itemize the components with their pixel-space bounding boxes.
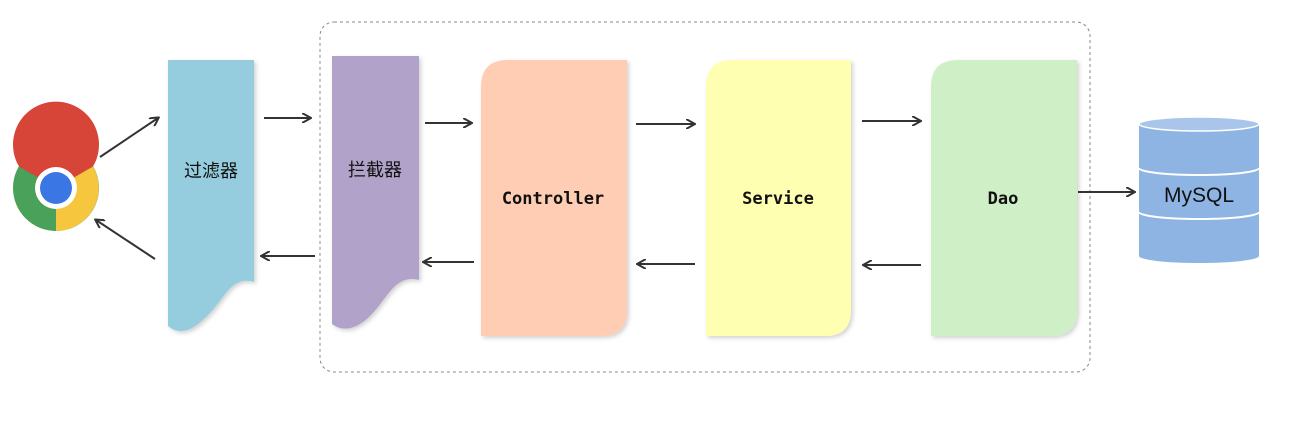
database-label: MySQL: [1164, 184, 1234, 207]
controller-shape: [481, 60, 627, 336]
mysql-database-icon: [1138, 116, 1260, 263]
database-body: [1139, 124, 1259, 263]
spring-mvc-container: [319, 21, 1091, 373]
filter-label: 过滤器: [184, 161, 238, 182]
dao-node: [931, 60, 1077, 336]
database-band-2: [1138, 211, 1260, 220]
interceptor-label: 拦截器: [348, 160, 402, 181]
dao-label: Dao: [988, 189, 1019, 209]
database-band-1: [1138, 167, 1260, 176]
service-node: [706, 60, 851, 336]
controller-label: Controller: [502, 189, 604, 209]
filter-shape: [168, 60, 254, 332]
interceptor-node: [332, 56, 419, 329]
service-shape: [706, 60, 851, 336]
arrow-filter-to-browser: [96, 220, 156, 260]
database-top: [1138, 116, 1260, 132]
interceptor-shape: [332, 56, 419, 329]
chrome-browser-icon: [12, 101, 99, 231]
arrow-browser-to-filter: [99, 118, 158, 158]
dao-shape: [931, 60, 1077, 336]
filter-node: [168, 60, 254, 332]
controller-node: [481, 60, 627, 336]
service-label: Service: [742, 189, 814, 209]
